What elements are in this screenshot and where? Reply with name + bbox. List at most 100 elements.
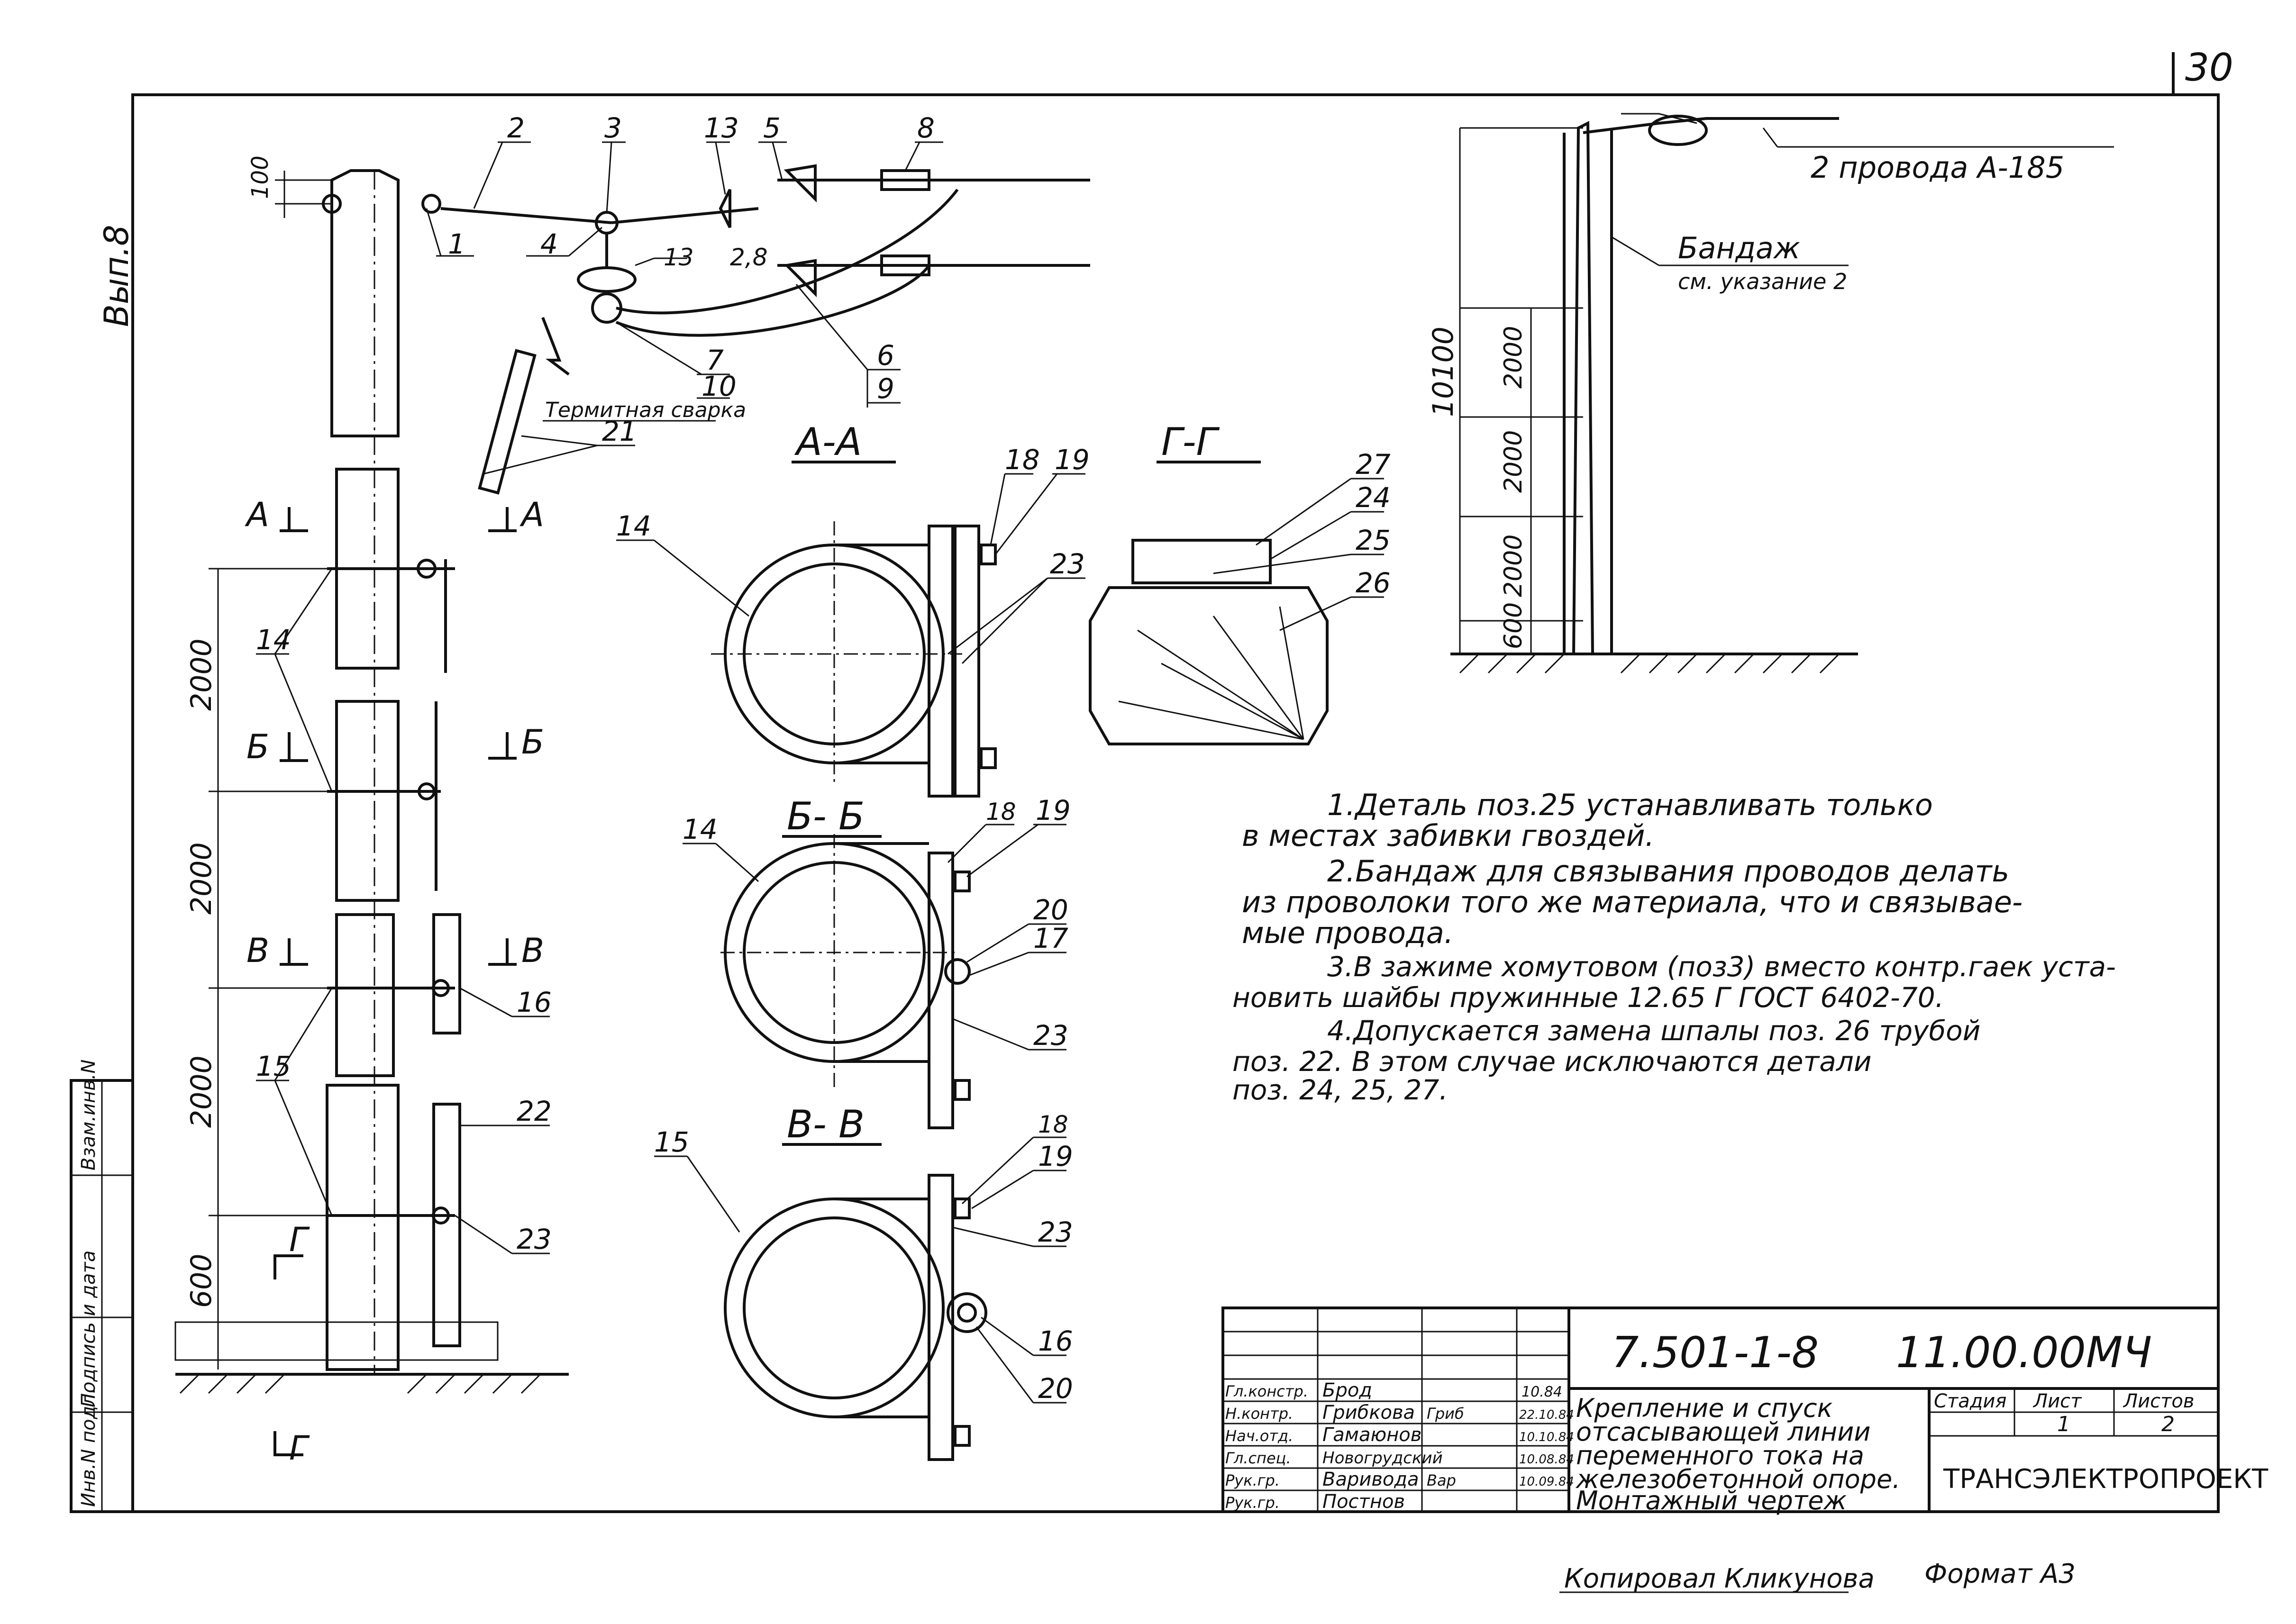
pos-20-bb: 20 (1033, 894, 1068, 926)
pos-2-8: 2,8 (730, 244, 768, 271)
outer-frame (131, 93, 2220, 1513)
pos-9: 9 (877, 372, 894, 405)
wires-label: 2 провода А-185 (1811, 150, 2064, 185)
doc-code: 7.501-1-8 (1612, 1328, 1819, 1378)
bandage-ref: см. указание 2 (1678, 269, 1847, 294)
doc-number: 11.00.00МЧ (1896, 1328, 2152, 1378)
pos-17: 17 (1033, 922, 1068, 954)
date-5: 10.09.84 (1519, 1475, 1574, 1489)
dim-2000-c: 2000 (185, 1055, 218, 1128)
pos-27: 27 (1356, 448, 1391, 481)
date-2: 22.10.84 (1519, 1408, 1574, 1422)
pos-23-aa: 23 (1050, 548, 1085, 580)
pos-16-main: 16 (517, 986, 552, 1018)
signature-rows: Гл.констр. Брод 10.84 Н.контр. Грибкова … (1225, 1379, 1574, 1513)
dim-600: 600 (185, 1253, 218, 1308)
pos-4: 4 (540, 228, 558, 260)
pos-13b: 13 (664, 244, 694, 271)
side-dim-2000-a: 2000 (1499, 326, 1528, 389)
role-2: Н.контр. (1225, 1405, 1293, 1423)
side-dim-600: 600 (1499, 602, 1528, 649)
pos-13: 13 (704, 112, 739, 144)
sheets-header: Листов (2123, 1390, 2194, 1412)
sign-2: Гриб (1427, 1405, 1464, 1423)
note-line-6: 3.В зажиме хомутовом (поз3) вместо контр… (1327, 951, 2116, 983)
pos-19-aa: 19 (1055, 444, 1090, 476)
section-gg-title: Г-Г (1161, 420, 1220, 464)
sheet-format: Формат А3 (1924, 1559, 2076, 1589)
stamp-vzam: Взам.инв.N (78, 1060, 100, 1170)
role-3: Нач.отд. (1225, 1427, 1293, 1445)
sign-5: Вар (1427, 1471, 1456, 1489)
pos-26: 26 (1356, 567, 1391, 599)
cut-b-right: Б (521, 723, 544, 762)
title-line-1: Крепление и спуск (1576, 1393, 1833, 1423)
pos-15-vv: 15 (654, 1126, 689, 1158)
notes-block: 1.Деталь поз.25 устанавливать только в м… (1232, 788, 2116, 1106)
pos-18-vv: 18 (1038, 1111, 1068, 1138)
name-5: Варивода (1322, 1469, 1419, 1490)
side-view (1450, 113, 2114, 674)
title-line-2: отсасывающей линии (1576, 1417, 1870, 1447)
role-1: Гл.констр. (1225, 1382, 1308, 1400)
title-line-5: Монтажный чертеж (1576, 1486, 1847, 1515)
note-line-8: 4.Допускается замена шпалы поз. 26 трубо… (1327, 1015, 1980, 1047)
issue-note: Вып.8 (97, 225, 136, 327)
thermite-weld-label: Термитная сварка (545, 398, 746, 422)
pos-18-aa: 18 (1005, 444, 1040, 476)
pos-3: 3 (604, 112, 622, 144)
cut-a-left: А (245, 495, 269, 534)
cut-a-right: А (519, 495, 544, 534)
pos-22: 22 (517, 1095, 552, 1127)
note-line-2: в местах забивки гвоздей. (1242, 818, 1654, 853)
name-6: Постнов (1322, 1491, 1405, 1513)
dim-2000-a: 2000 (185, 638, 218, 711)
note-line-7: новить шайбы пружинные 12.65 Г ГОСТ 6402… (1232, 981, 1944, 1014)
date-4: 10.08.84 (1519, 1452, 1574, 1467)
pos-8: 8 (917, 112, 935, 144)
pos-20-vv: 20 (1038, 1372, 1073, 1405)
section-aa-title: А-А (794, 420, 862, 464)
cut-v-left: В (246, 931, 269, 970)
dim-100: 100 (247, 155, 273, 199)
note-line-3: 2.Бандаж для связывания проводов делать (1327, 854, 2009, 889)
pos-15-main: 15 (256, 1050, 291, 1082)
pole-main-view (174, 164, 1090, 1394)
left-stamp-strip: Инв.N подл. Подпись и дата Взам.инв.N (70, 1060, 134, 1513)
stamp-inv-podl: Инв.N подл. (78, 1388, 100, 1507)
section-bb-title: Б- Б (787, 794, 865, 838)
pos-10: 10 (702, 370, 737, 402)
section-bb (720, 834, 971, 1129)
title-line-3: переменного тока на (1576, 1441, 1864, 1470)
pos-23-bb: 23 (1033, 1019, 1068, 1052)
name-1: Брод (1322, 1379, 1372, 1401)
organization: ТРАНСЭЛЕКТРОПРОЕКТ (1943, 1464, 2269, 1495)
note-line-9: поз. 22. В этом случае исключаются детал… (1232, 1045, 1872, 1078)
sheets-value: 2 (2161, 1412, 2175, 1436)
side-dim-2000-b: 2000 (1499, 430, 1528, 493)
cut-g-top: Г (289, 1220, 310, 1259)
stamp-podpis: Подпись и дата (78, 1251, 100, 1407)
note-line-1: 1.Деталь поз.25 устанавливать только (1327, 788, 1933, 822)
cut-g-bottom: Г (289, 1429, 310, 1468)
pos-16-vv: 16 (1038, 1325, 1073, 1357)
role-6: Рук.гр. (1225, 1494, 1280, 1512)
pos-23-vv: 23 (1038, 1216, 1073, 1248)
date-3: 10.10.84 (1519, 1430, 1574, 1444)
side-dim-10100: 10100 (1427, 327, 1460, 417)
name-2: Грибкова (1322, 1402, 1415, 1424)
pos-23-main: 23 (517, 1223, 552, 1255)
section-vv-title: В- В (787, 1102, 865, 1146)
cut-v-right: В (521, 931, 544, 970)
pos-18-bb: 18 (986, 798, 1016, 826)
position-leaders (256, 141, 943, 1254)
page-number: 30 (2185, 45, 2233, 90)
pos-6: 6 (877, 339, 894, 372)
dim-2000-b: 2000 (185, 842, 218, 915)
section-leaders (616, 473, 1384, 1404)
title-block (1221, 1306, 2220, 1513)
role-4: Гл.спец. (1225, 1449, 1291, 1467)
role-5: Рук.гр. (1225, 1471, 1280, 1489)
bandage-label: Бандаж (1678, 231, 1800, 265)
stage-header: Стадия (1934, 1390, 2006, 1412)
